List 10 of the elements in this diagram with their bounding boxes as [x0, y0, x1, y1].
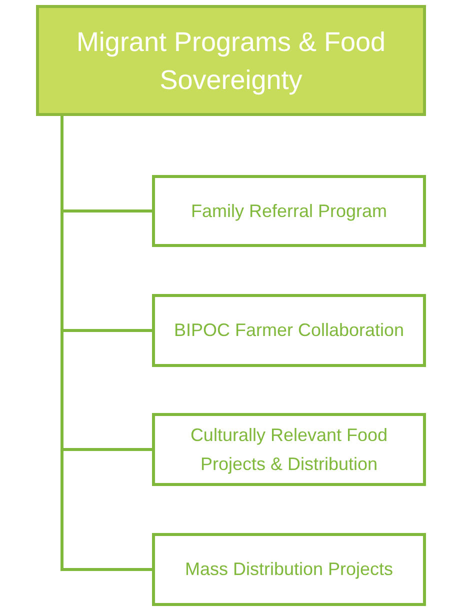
program-box — [152, 413, 426, 486]
program-label: BIPOC Farmer Collaboration — [174, 319, 404, 342]
program-box — [152, 533, 426, 606]
program-box — [152, 175, 426, 247]
program-box — [152, 294, 426, 367]
title-box — [36, 5, 426, 116]
program-label: Family Referral Program — [190, 200, 388, 223]
program-label: Culturally Relevant Food Projects & Distribution — [189, 424, 389, 476]
title-text: Migrant Programs & Food Sovereignty — [75, 26, 387, 97]
program-label: Mass Distribution Projects — [184, 558, 394, 581]
